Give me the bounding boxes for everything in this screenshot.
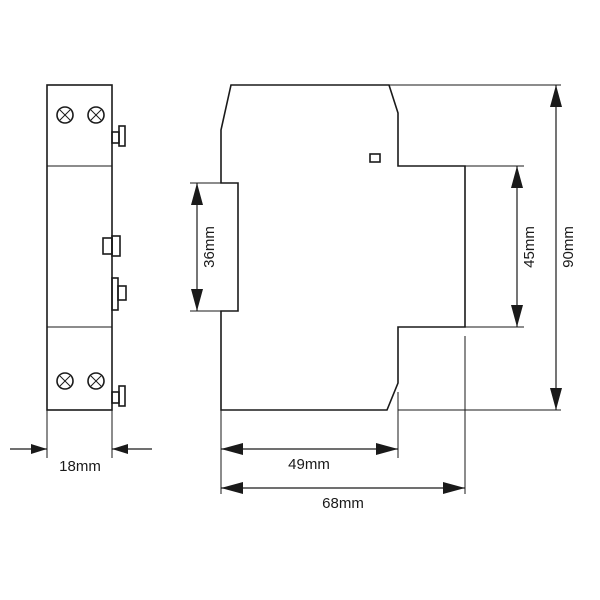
middle-indicator-tab-icon xyxy=(102,235,121,257)
bottom-side-clip-icon xyxy=(111,385,126,407)
side-view xyxy=(220,84,466,411)
top-terminal-screw-icon xyxy=(87,106,105,124)
front-height-label: 45mm xyxy=(521,226,538,268)
total-depth-label: 68mm xyxy=(322,495,364,512)
rail-height-label: 36mm xyxy=(201,226,218,268)
rail-depth-label: 49mm xyxy=(288,456,330,473)
bottom-terminal-screw-icon xyxy=(87,372,105,390)
upper-side-clip-icon xyxy=(111,125,126,147)
side-view-profile xyxy=(220,84,466,411)
top-terminal-screw-icon xyxy=(56,106,74,124)
total-height-label: 90mm xyxy=(560,226,577,268)
lower-side-clip-icon xyxy=(111,277,127,311)
width-dimension: 18mm xyxy=(10,410,152,475)
front-height-dimension: 45mm xyxy=(465,165,538,328)
front-view xyxy=(46,84,127,411)
status-window-icon xyxy=(369,153,381,163)
total-depth-dimension: 68mm xyxy=(221,336,466,512)
bottom-terminal-screw-icon xyxy=(56,372,74,390)
rail-depth-dimension: 49mm xyxy=(220,392,399,494)
width-label: 18mm xyxy=(59,458,101,475)
rail-height-dimension: 36mm xyxy=(190,182,221,312)
total-height-dimension: 90mm xyxy=(389,84,577,411)
